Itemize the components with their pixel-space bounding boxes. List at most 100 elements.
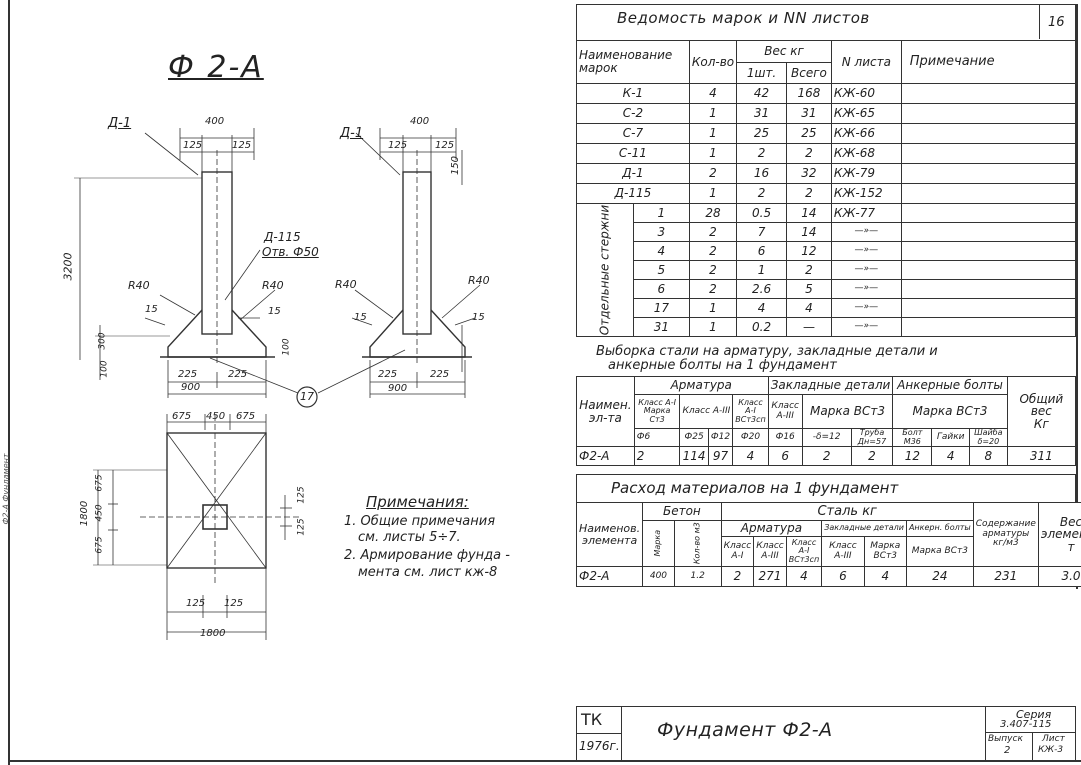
t3-header-arm: Арматура [720,520,823,537]
t3-header-name: Наименов. элемента [575,502,644,567]
dim-150: 150 [450,155,462,176]
title-block: ТК 1976г. Фундамент Ф2-А Серия 3.407-115… [576,706,1076,761]
dim-plan-675-a: 675 [172,411,192,422]
dim-plan-125-r1: 125 [296,486,307,504]
t3-header-zd-cl: Класс А-III [821,536,865,567]
t2-header-total-unit: Кг [1033,416,1049,431]
t3-header-steel: Сталь кг [720,502,974,521]
label-otv: Отв. Ф50 [262,245,319,259]
stamp-series-cell: Серия 3.407-115 Выпуск 2 Лист КЖ-3 [985,707,1076,760]
t2-header-cl1-marka: Марка Ст3 [643,406,671,424]
dim-plan-125-b2: 125 [224,598,244,609]
dim-plan-450: 450 [206,411,226,422]
t3-header-marka-text: Марка [653,530,663,557]
stamp-series-divider [986,732,1076,734]
t2-header-vst3: Класс А-I ВСт3сп [732,394,769,429]
stamp-left-cell: ТК 1976г. [577,707,622,760]
dim-225-right-b: 225 [430,369,450,380]
header-name: Наименование марок [576,40,690,84]
t2-sub-f12: Ф12 [707,428,734,447]
sheet-number: 16 [1048,15,1065,30]
plan-outline [166,432,267,569]
t2-header-total-text: Общий вес [1019,391,1064,419]
callout-label: 17 [300,390,314,403]
table-marks: Наименование марок Кол-во Вес кг N листа… [576,40,1077,337]
dim-100-right: 100 [281,338,292,356]
dim-plan-125-b1: 125 [186,598,206,609]
notes-line-4: мента см. лист кж-8 [358,565,498,580]
t2-sub-bolt: Болт М36 [892,428,933,447]
dim-125-left-a: 125 [183,140,203,151]
dim-400-right: 400 [410,116,430,127]
dim-plan-1800-h: 1800 [200,628,226,639]
dim-3200: 3200 [61,252,75,281]
t2-sub-f16: Ф16 [767,428,803,447]
t3-header-vst: Класс А-I ВСт3сп [785,536,823,567]
stamp-vypusk: 2 [1004,745,1011,756]
table-steel-selection: Наимен. эл-та Арматура Закладные детали … [576,376,1077,466]
stamp-vypusk-label: Выпуск [988,734,1023,744]
t2-header-zd-cl: Класс А-III [767,394,803,429]
t3-header-ab: Анкерн. болты [905,520,974,537]
t3-header-cl1: Класс А-I [720,536,755,567]
t2-header-cl1: Класс А-I Марка Ст3 [633,394,681,429]
group-label-cell: Отдельные стержни [576,203,634,337]
label-d1-left: Д-1 [108,116,132,131]
stamp-year: 1976г. [579,739,620,753]
stamp-tk: ТК [581,710,603,729]
dim-15-right-a: 15 [354,312,367,323]
header-sheet: N листа [830,40,902,84]
dim-plan-675-v1: 675 [94,474,105,492]
callout-circle [296,386,318,408]
stamp-vypusk-divider [1032,732,1034,760]
label-r40-c: R40 [335,278,357,291]
notes-line-2: см. листы 5÷7. [358,530,461,545]
dim-plan-1800-v: 1800 [79,500,91,527]
dim-400-left: 400 [205,116,225,127]
label-r40-d: R40 [468,274,490,287]
stamp-title: Фундамент Ф2-А [657,719,833,741]
t2-header-cl3: Класс А-III [679,394,734,429]
dim-plan-125-r2: 125 [296,518,307,536]
t3-header-qty-text: Кол-во м3 [692,522,702,565]
dim-125-left-b: 125 [232,140,252,151]
t2-header-name: Наимен. эл-та [576,376,635,447]
label-d115: Д-115 [264,230,301,244]
label-r40-b: R40 [262,279,284,292]
t3-header-content: Содержание арматуры кг/м3 [972,502,1039,567]
dim-125-right-b: 125 [435,140,455,151]
dim-225-right-a: 225 [378,369,398,380]
t2-header-ab-marka: Марка ВСт3 [892,394,1008,429]
table1-title: Ведомость марок и NN листов [617,9,870,27]
t2-sub-d12: -δ=12 [801,428,852,447]
t2-sub-f6: Ф6 [633,428,681,447]
table3-title: Расход материалов на 1 фундамент [611,479,899,497]
header-qty: Кол-во [688,40,738,84]
table-row: Ф2-А 2 114 97 4 6 2 2 12 4 8 311 [576,446,1077,466]
dim-225-left-b: 225 [228,369,248,380]
dim-plan-675-b: 675 [236,411,256,422]
t2-header-ab: Анкерные болты [892,376,1008,395]
dim-125-right-a: 125 [388,140,408,151]
t2-sub-f25: Ф25 [679,428,709,447]
stamp-divider [577,733,621,735]
dim-100-left: 100 [99,360,110,378]
dim-15-left-b: 15 [268,306,281,317]
table-row: Ф2-А 400 1.2 2 271 4 6 4 24 231 3.0 [575,566,1081,587]
header-weight: Вес кг [736,40,832,63]
t2-header-total: Общий вес Кг [1006,376,1077,447]
t3-header-weight: Вес элемента т [1037,502,1081,567]
table2-title-2: анкерные болты на 1 фундамент [608,358,837,373]
t2-sub-f20: Ф20 [732,428,769,447]
header-note: Примечание [900,40,1077,84]
label-d1-right: Д-1 [340,126,364,141]
t3-header-zd-m: Марка ВСт3 [863,536,907,567]
